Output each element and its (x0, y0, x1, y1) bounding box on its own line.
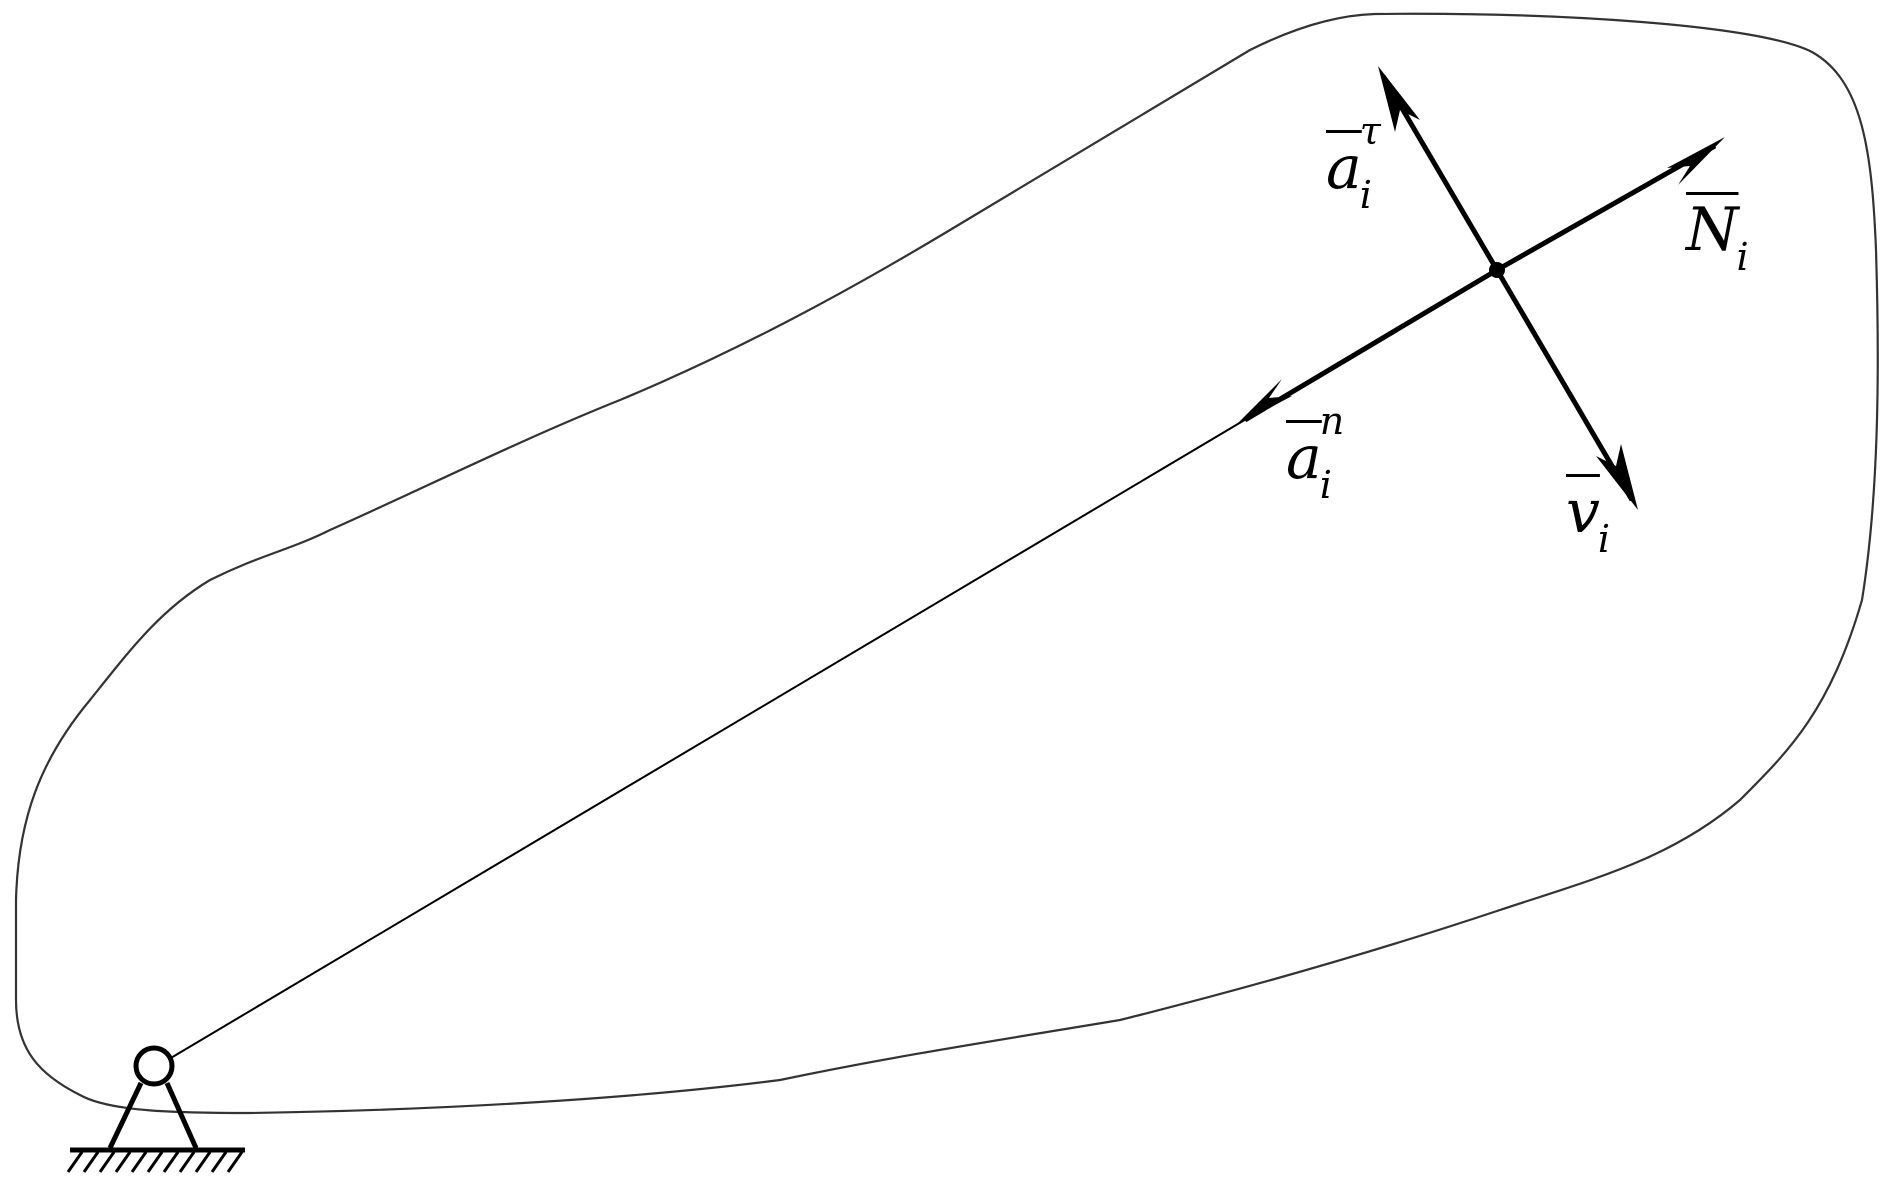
label-v-base: v (1566, 477, 1600, 547)
ground-hatching (66, 1151, 244, 1173)
tangential-accel-arrow (1378, 66, 1500, 272)
label-a-tau-base: a (1326, 133, 1362, 203)
label-a-tau-sup: τ (1359, 109, 1381, 153)
label-a-n-sub: i (1319, 463, 1332, 507)
material-point (1489, 262, 1505, 278)
pivot-joint (133, 1045, 175, 1087)
label-N-sub: i (1736, 235, 1749, 279)
velocity-arrow (1494, 268, 1638, 510)
force-N-arrow (1495, 137, 1725, 273)
label-a-n-sup: n (1319, 399, 1345, 443)
rigid-body-outline (14, 12, 1879, 1115)
label-N-base: N (1686, 195, 1739, 265)
label-a-n-base: a (1286, 423, 1322, 493)
normal-accel-arrow (1235, 267, 1499, 426)
label-v-sub: i (1597, 517, 1611, 561)
label-a-tau-sub: i (1359, 173, 1372, 217)
pivot-support (66, 1045, 245, 1173)
